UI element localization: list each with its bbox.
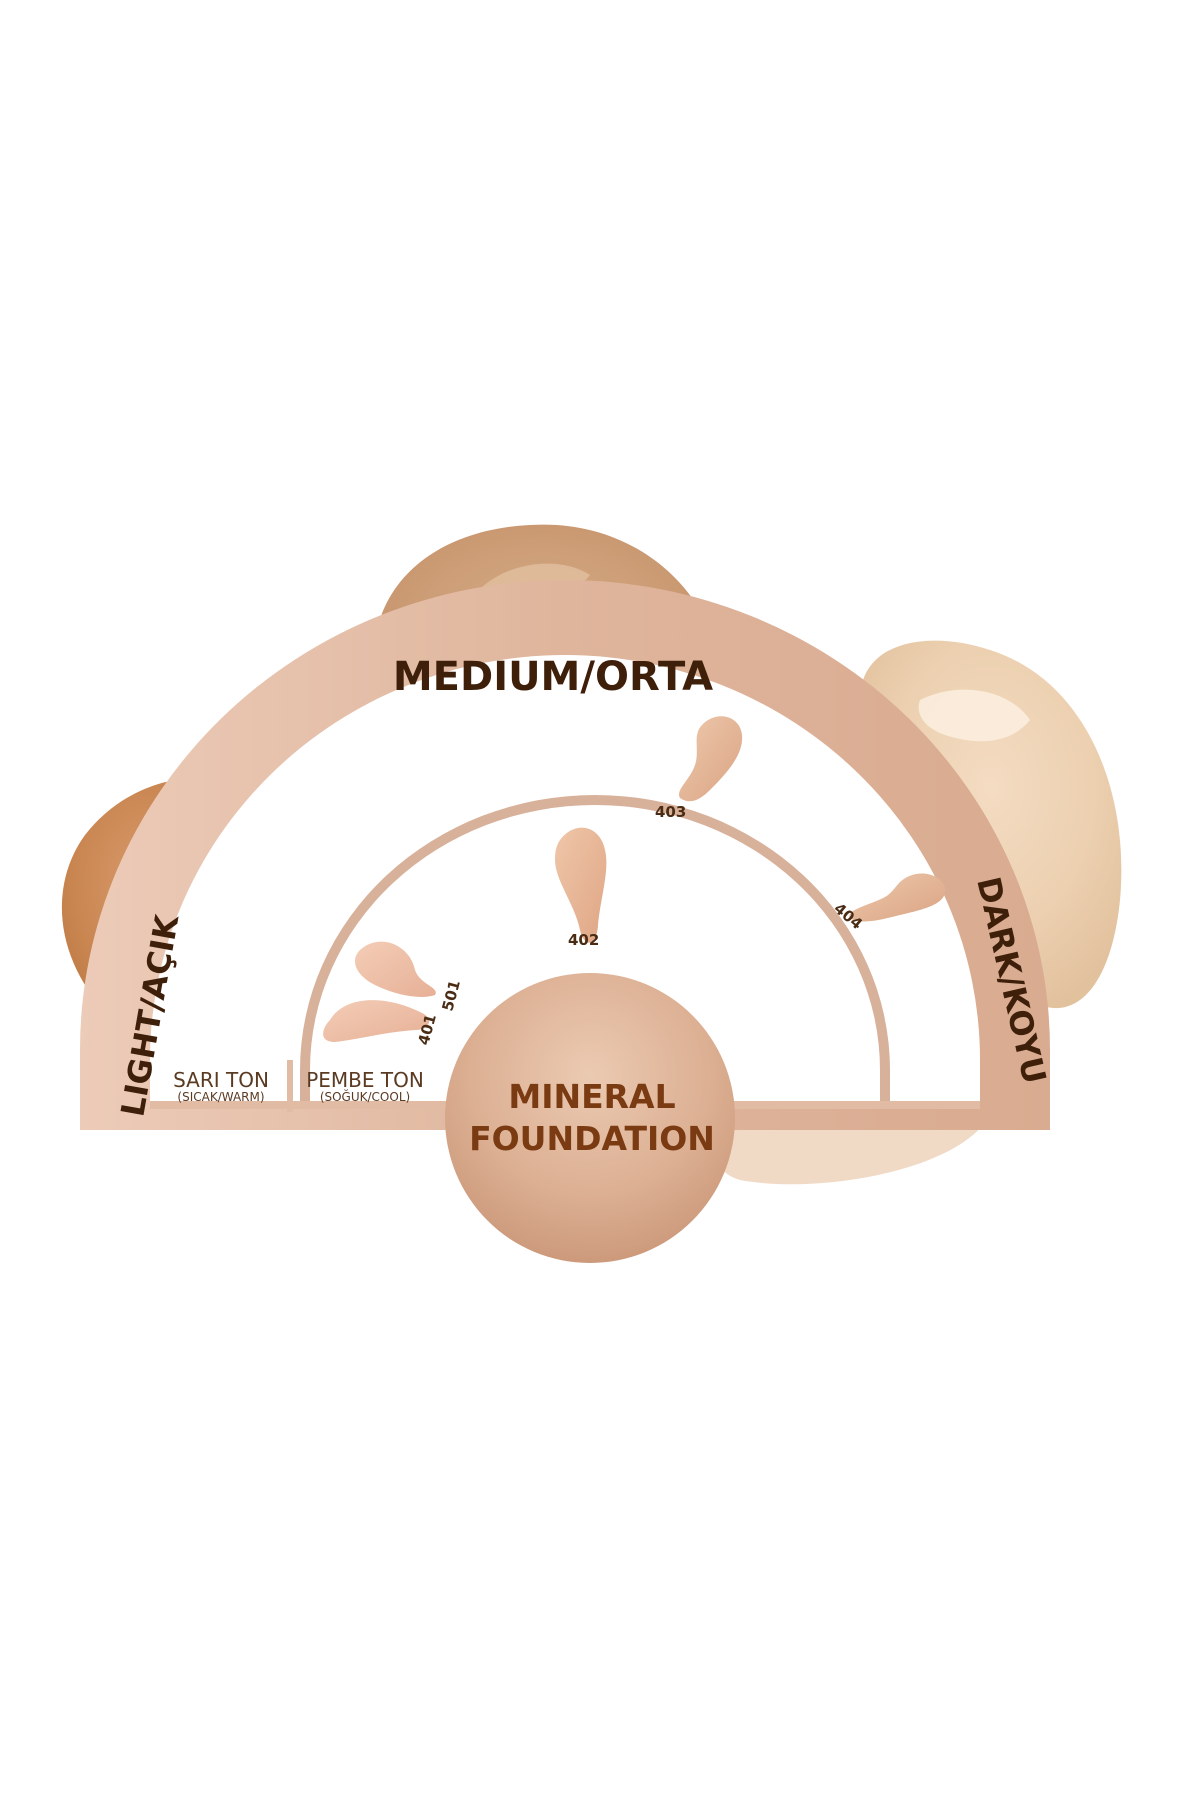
band-label-medium: MEDIUM/ORTA xyxy=(393,654,713,700)
tone-cool-sub: (SOĞUK/COOL) xyxy=(320,1089,410,1104)
shade-label-402: 402 xyxy=(568,931,599,949)
swatch-403 xyxy=(678,716,743,802)
center-circle xyxy=(445,973,735,1263)
smear-light-right xyxy=(860,640,1122,1009)
center-title-line2: FOUNDATION xyxy=(469,1119,715,1158)
tone-cool-title: PEMBE TON xyxy=(306,1068,424,1092)
shade-label-403: 403 xyxy=(655,803,686,821)
swatch-404 xyxy=(849,873,946,922)
swatch-501 xyxy=(355,941,436,997)
swatch-401 xyxy=(323,1000,430,1042)
tone-warm-title: SARI TON xyxy=(173,1068,269,1092)
swatch-402 xyxy=(555,827,607,943)
smear-highlight-right xyxy=(918,689,1030,742)
tone-warm-sub: (SICAK/WARM) xyxy=(177,1090,264,1104)
center-title-line1: MINERAL xyxy=(508,1077,675,1116)
